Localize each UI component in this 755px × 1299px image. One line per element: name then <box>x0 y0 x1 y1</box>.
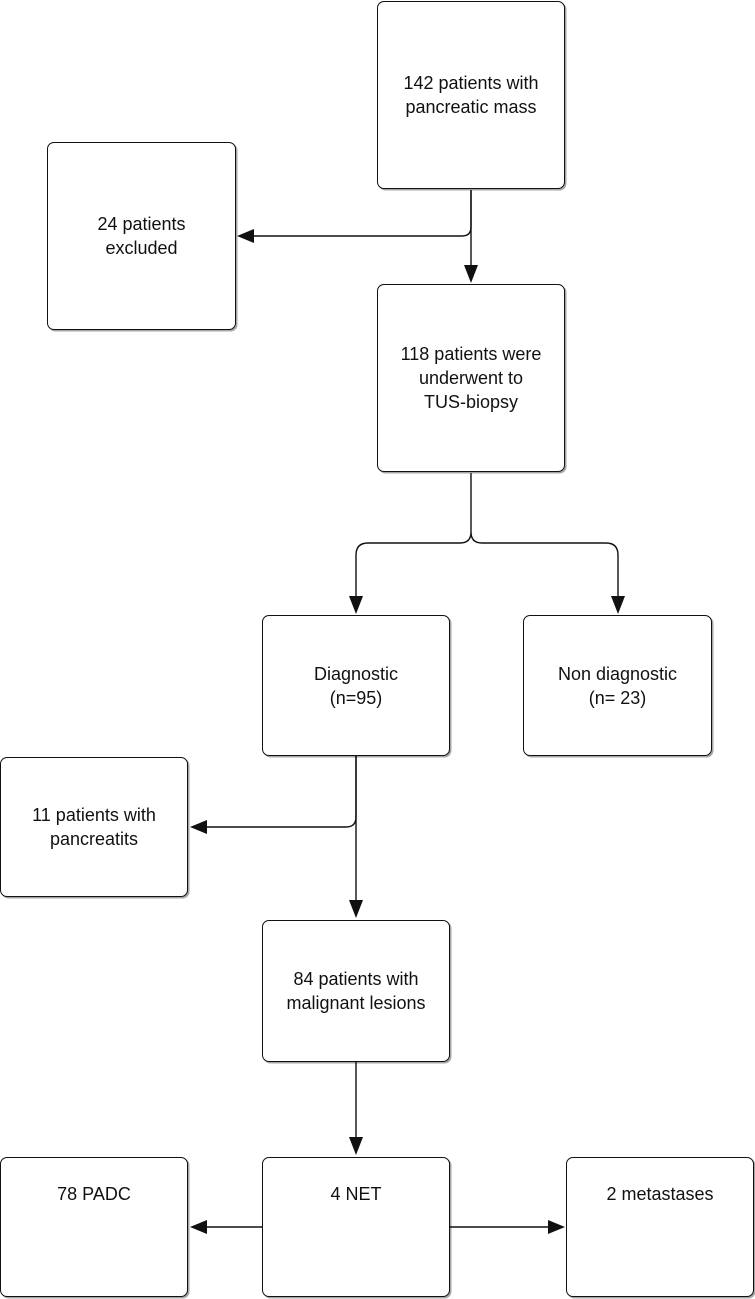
edge-total-to-excluded <box>252 190 472 237</box>
node-non-diagnostic-label: Non diagnostic (n= 23) <box>557 663 678 708</box>
arrowhead-excluded <box>237 229 254 243</box>
arrowhead-diagnostic <box>349 596 363 614</box>
node-malignant: 84 patients with malignant lesions <box>262 920 450 1062</box>
edge-biopsy-split <box>355 473 619 597</box>
arrowhead-non-diagnostic <box>611 596 625 614</box>
node-biopsy-label: 118 patients were underwent to TUS-biops… <box>400 344 542 412</box>
node-padc: 78 PADC <box>0 1157 188 1297</box>
node-total-label: 142 patients with pancreatic mass <box>403 73 539 117</box>
node-metastases-label: 2 metastases <box>606 1184 714 1204</box>
arrowhead-net <box>349 1137 363 1155</box>
node-non-diagnostic: Non diagnostic (n= 23) <box>523 615 712 756</box>
node-net-label: 4 NET <box>330 1184 382 1204</box>
node-diagnostic: Diagnostic (n=95) <box>262 615 450 756</box>
arrowhead-malignant <box>349 900 363 918</box>
node-excluded: 24 patients excluded <box>47 142 236 330</box>
arrowhead-pancreatitis <box>190 820 207 834</box>
node-metastases: 2 metastases <box>566 1157 754 1297</box>
node-total: 142 patients with pancreatic mass <box>377 1 565 189</box>
node-diagnostic-label: Diagnostic (n=95) <box>313 663 399 708</box>
node-excluded-label: 24 patients excluded <box>97 214 186 258</box>
node-net: 4 NET <box>262 1157 450 1297</box>
arrowhead-metastases <box>548 1220 565 1234</box>
node-pancreatitis: 11 patients with pancreatits <box>0 757 188 897</box>
arrowhead-padc <box>190 1220 207 1234</box>
node-padc-label: 78 PADC <box>57 1184 131 1204</box>
arrowhead-biopsy <box>464 265 478 283</box>
node-biopsy: 118 patients were underwent to TUS-biops… <box>377 284 565 472</box>
edge-diagnostic-to-pancreatitis <box>206 756 357 828</box>
node-malignant-label: 84 patients with malignant lesions <box>286 969 426 1013</box>
node-pancreatitis-label: 11 patients with pancreatits <box>32 805 156 849</box>
